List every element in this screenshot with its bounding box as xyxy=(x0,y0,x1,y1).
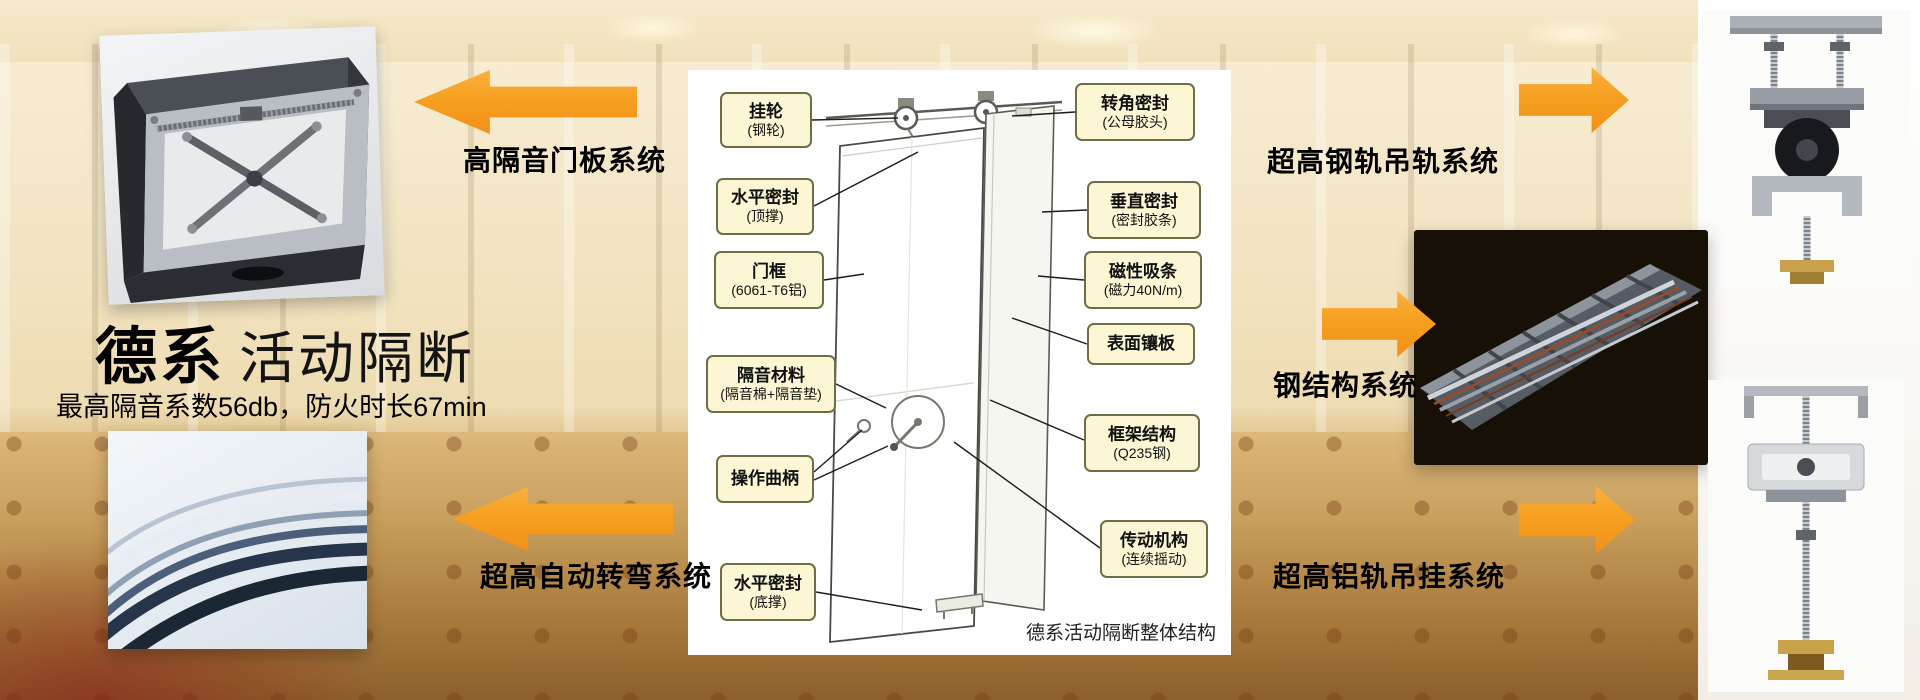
callout-text-line: 挂轮 xyxy=(749,101,783,121)
callout-text-line: 表面镶板 xyxy=(1107,334,1175,354)
diagram-caption: 德系活动隔断整体结构 xyxy=(1026,623,1217,644)
callout-text-line: (连续摇动) xyxy=(1121,550,1187,567)
callout-text-line: 水平密封 xyxy=(734,573,802,593)
callout-text-line: (公母胶头) xyxy=(1102,113,1168,130)
callout-crank: 操作曲柄 xyxy=(716,455,814,503)
callout-text-line: (磁力40N/m) xyxy=(1103,281,1183,298)
steel-structure-photo xyxy=(1414,230,1708,465)
product-name: 活动隔断 xyxy=(239,327,476,390)
callout-corner-seal: 转角密封 (公母胶头) xyxy=(1075,83,1195,141)
soundproof-door-top-mechanism-photo xyxy=(99,26,385,305)
callout-magnetic-strip: 磁性吸条 (磁力40N/m) xyxy=(1084,251,1202,309)
callout-door-frame: 门框 (6061-T6铝) xyxy=(714,251,824,309)
callout-text-line: 水平密封 xyxy=(731,188,799,208)
callout-text-line: (6061-T6铝) xyxy=(731,281,807,298)
partition-structure-drawing xyxy=(811,91,1101,644)
callout-text-line: 操作曲柄 xyxy=(731,469,799,489)
callout-text-line: 垂直密封 xyxy=(1110,191,1178,211)
callout-text-line: (隔音棉+隔音垫) xyxy=(720,385,822,402)
callout-text-line: 磁性吸条 xyxy=(1109,261,1177,281)
aluminum-rail-hanger-photo xyxy=(1708,380,1904,692)
label-steel-rail-system: 超高钢轨吊轨系统 xyxy=(1267,146,1500,177)
callout-hanging-wheel: 挂轮 (钢轮) xyxy=(720,92,812,148)
structure-diagram-panel: 挂轮 (钢轮) 水平密封 (顶撑) 门框 (6061-T6铝) 隔音材料 (隔音… xyxy=(688,70,1231,655)
callout-text-line: (Q235钢) xyxy=(1113,444,1171,461)
callout-text-line: 隔音材料 xyxy=(737,365,805,385)
callout-vertical-seal: 垂直密封 (密封胶条) xyxy=(1087,181,1201,239)
product-subtitle: 最高隔音系数56db，防火时长67min xyxy=(56,392,487,422)
auto-curve-track-photo xyxy=(98,431,374,667)
label-aluminum-rail-system: 超高铝轨吊挂系统 xyxy=(1273,561,1506,592)
brand-name: 德系 xyxy=(95,323,226,392)
callout-text-line: 框架结构 xyxy=(1108,424,1176,444)
callout-text-line: (顶撑) xyxy=(746,208,784,225)
callout-text-line: 转角密封 xyxy=(1101,93,1169,113)
callout-text-line: (底撑) xyxy=(749,593,787,610)
product-title: 德系活动隔断 xyxy=(95,306,475,396)
label-door-panel-system: 高隔音门板系统 xyxy=(463,145,667,176)
callout-text-line: 传动机构 xyxy=(1120,530,1188,550)
callout-text-line: (密封胶条) xyxy=(1111,211,1177,228)
callout-top-seal: 水平密封 (顶撑) xyxy=(716,178,814,235)
callout-bottom-seal: 水平密封 (底撑) xyxy=(720,563,816,621)
callout-sound-insulation: 隔音材料 (隔音棉+隔音垫) xyxy=(706,355,836,413)
callout-text-line: 门框 xyxy=(752,261,786,281)
label-auto-curve-system: 超高自动转弯系统 xyxy=(480,561,713,592)
callout-surface-panel: 表面镶板 xyxy=(1087,323,1195,365)
label-steel-structure-system: 钢结构系统 xyxy=(1273,370,1419,401)
callout-frame-structure: 框架结构 (Q235钢) xyxy=(1084,414,1200,472)
steel-rail-hanger-photo xyxy=(1702,10,1910,288)
callout-drive-mechanism: 传动机构 (连续摇动) xyxy=(1100,520,1208,578)
callout-text-line: (钢轮) xyxy=(747,121,785,138)
